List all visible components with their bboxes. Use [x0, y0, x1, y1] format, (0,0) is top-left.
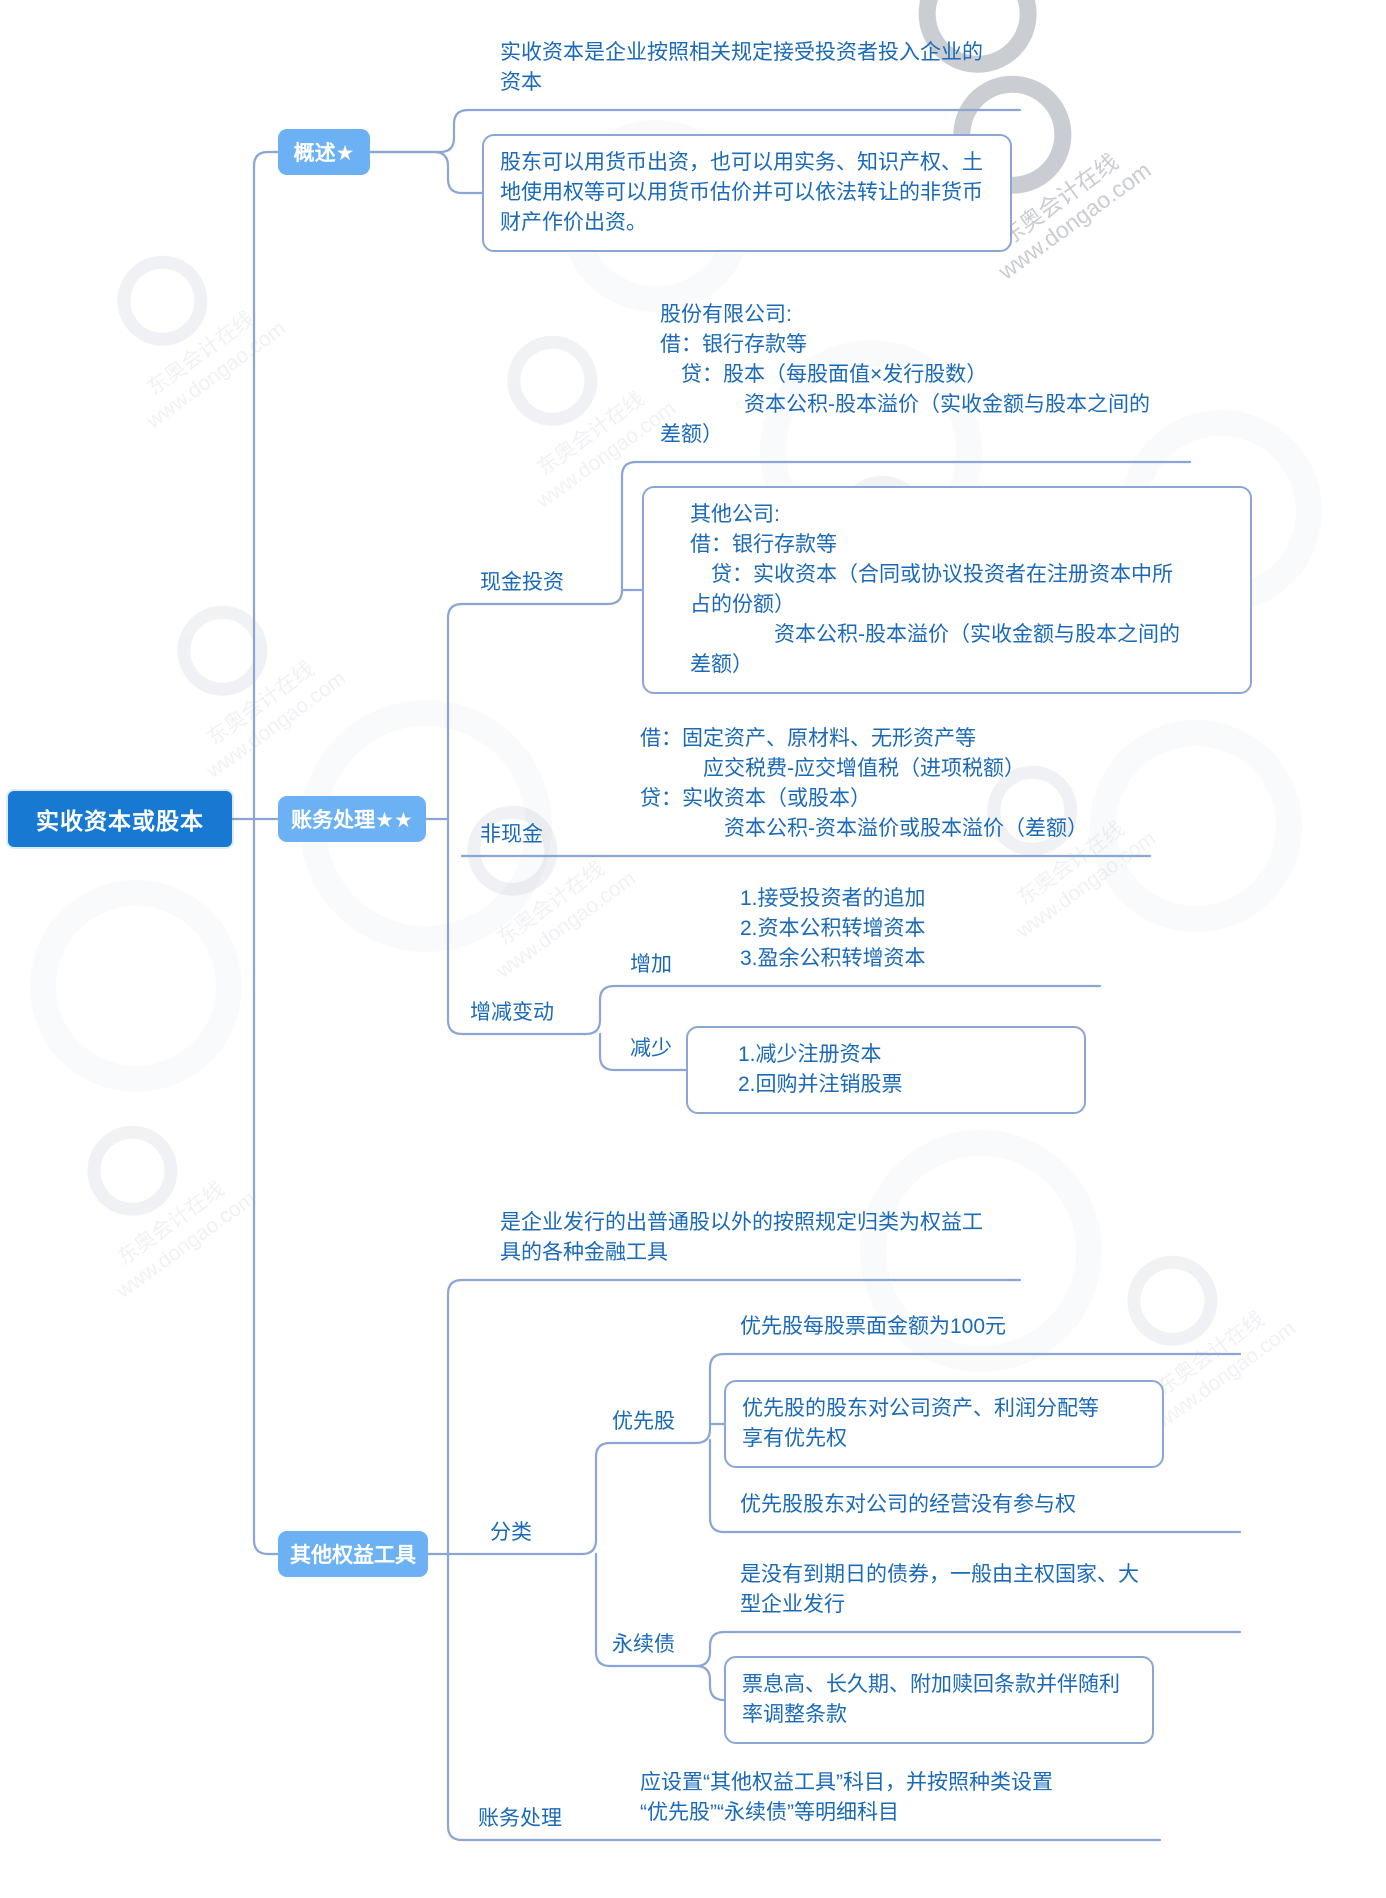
- branch-accounting[interactable]: 账务处理★★: [278, 796, 426, 842]
- note-increase-ways[interactable]: 1.接受投资者的追加 2.资本公积转增资本 3.盈余公积转增资本: [740, 887, 926, 970]
- note-other-equity-definition[interactable]: 是企业发行的出普通股以外的按照规定归类为权益工 具的各种金融工具: [500, 1211, 983, 1264]
- note-preferred-no-participation[interactable]: 优先股股东对公司的经营没有参与权: [740, 1493, 1076, 1516]
- note-perpetual-definition[interactable]: 是没有到期日的债券，一般由主权国家、大 型企业发行: [740, 1563, 1139, 1616]
- note-overview-definition[interactable]: 实收资本是企业按照相关规定接受投资者投入企业的 资本: [500, 41, 983, 94]
- connector: [594, 1552, 698, 1668]
- note-joint-stock-entry[interactable]: 股份有限公司: 借：银行存款等 贷：股本（每股面值×发行股数） 资本公积-股本溢…: [660, 303, 1150, 446]
- note-other-company-entry[interactable]: 其他公司: 借：银行存款等 贷：实收资本（合同或协议投资者在注册资本中所 占的份…: [642, 486, 1252, 694]
- connector: [446, 1278, 464, 1842]
- connector: [460, 1352, 1242, 1556]
- note-noncash-entry[interactable]: 借：固定资产、原材料、无形资产等 应交税费-应交增值税（进项税额） 贷：实收资本…: [640, 727, 1088, 840]
- note-decrease-ways[interactable]: 1.减少注册资本 2.回购并注销股票: [686, 1026, 1086, 1114]
- label-classification[interactable]: 分类: [490, 1521, 532, 1544]
- label-decrease[interactable]: 减少: [630, 1037, 672, 1060]
- root-node[interactable]: 实收资本或股本: [8, 791, 232, 847]
- label-cash-investment[interactable]: 现金投资: [480, 571, 564, 594]
- connector: [368, 150, 484, 195]
- branch-overview[interactable]: 概述★: [278, 129, 370, 175]
- note-perpetual-features[interactable]: 票息高、长久期、附加赎回条款并伴随利 率调整条款: [724, 1656, 1154, 1744]
- note-equity-treatment[interactable]: 应设置“其他权益工具”科目，并按照种类设置 “优先股”“永续债”等明细科目: [640, 1771, 1053, 1824]
- connector: [446, 602, 464, 1036]
- connector: [252, 150, 280, 1556]
- branch-other-equity[interactable]: 其他权益工具: [278, 1531, 428, 1577]
- connector: [460, 984, 1102, 1036]
- label-perpetual-bond[interactable]: 永续债: [612, 1633, 675, 1656]
- connector: [598, 1032, 688, 1072]
- label-equity-treatment[interactable]: 账务处理: [478, 1807, 562, 1830]
- connector: [708, 1438, 1242, 1534]
- connector: [694, 1630, 1242, 1668]
- connector: [694, 1664, 726, 1702]
- note-preferred-priority[interactable]: 优先股的股东对公司资产、利润分配等 享有优先权: [724, 1380, 1164, 1468]
- label-noncash[interactable]: 非现金: [480, 823, 543, 846]
- note-preferred-par-value[interactable]: 优先股每股票面金额为100元: [740, 1315, 1007, 1338]
- connector: [368, 108, 1022, 154]
- label-increase[interactable]: 增加: [630, 953, 672, 976]
- label-changes[interactable]: 增减变动: [470, 1001, 554, 1024]
- note-overview-contribution[interactable]: 股东可以用货币出资，也可以用实务、知识产权、土 地使用权等可以用货币估价并可以依…: [482, 134, 1012, 252]
- connector: [460, 460, 1192, 606]
- label-preferred-stock[interactable]: 优先股: [612, 1410, 675, 1433]
